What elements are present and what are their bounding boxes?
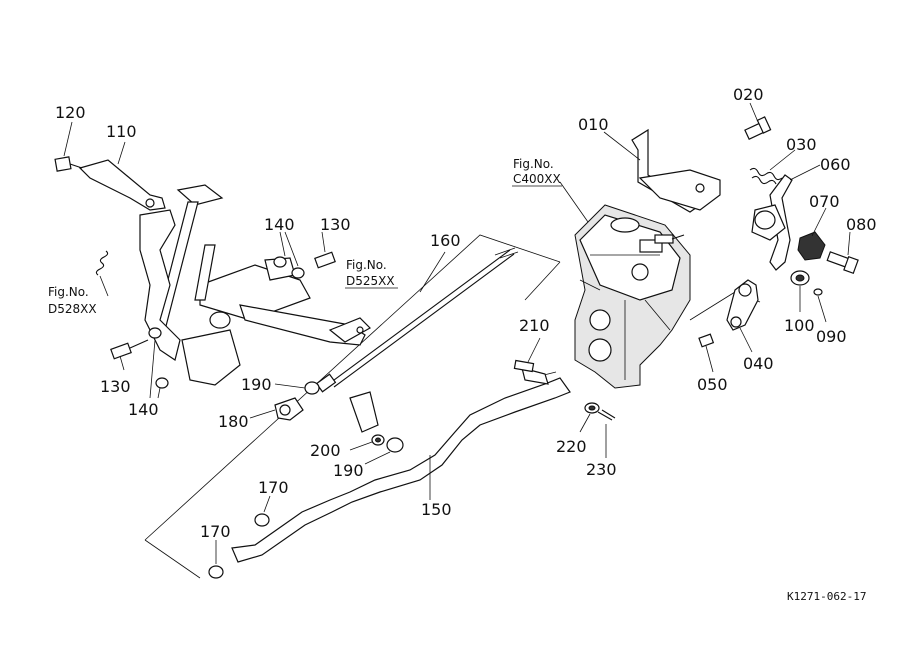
label-040: 040: [743, 354, 774, 373]
bolt-080: [826, 251, 859, 275]
label-030: 030: [786, 135, 817, 154]
bolt-130-left: [110, 339, 149, 360]
bracket-010: [631, 128, 721, 213]
label-220: 220: [556, 437, 587, 456]
nut-140-right-b: [291, 267, 305, 279]
label-150: 150: [421, 500, 452, 519]
ref-c400-line1: Fig.No.: [513, 157, 554, 171]
rod-150: [231, 367, 571, 563]
nut-190-lower: [386, 437, 404, 453]
ref-d528-line1: Fig.No.: [48, 285, 89, 299]
washer-220: [584, 402, 600, 414]
pedal-assembly: [139, 184, 371, 386]
label-170-lower: 170: [200, 522, 231, 541]
nut-140-right-a: [273, 256, 287, 268]
ref-d525-line2: D525XX: [346, 274, 395, 288]
spring-d528: [95, 250, 109, 276]
label-060: 060: [820, 155, 851, 174]
label-180: 180: [218, 412, 249, 431]
figure-refs: Fig.No. C400XX Fig.No. D525XX Fig.No. D5…: [48, 157, 562, 316]
label-200: 200: [310, 441, 341, 460]
nut-190-upper: [304, 381, 320, 395]
collar-100: [790, 270, 810, 286]
label-070: 070: [809, 192, 840, 211]
label-190-upper: 190: [241, 375, 272, 394]
washer-200: [371, 434, 385, 446]
label-130-left: 130: [100, 377, 131, 396]
label-120: 120: [55, 103, 86, 122]
ref-d528-line2: D528XX: [48, 302, 97, 316]
label-130-right: 130: [320, 215, 351, 234]
label-010: 010: [578, 115, 609, 134]
label-080: 080: [846, 215, 877, 234]
label-160: 160: [430, 231, 461, 250]
bushing-070: [797, 231, 826, 261]
nut-170-upper: [254, 513, 270, 527]
label-090: 090: [816, 327, 847, 346]
label-100: 100: [784, 316, 815, 335]
nut-140-left-a: [148, 327, 162, 339]
drawing-code: K1271-062-17: [787, 590, 866, 603]
label-050: 050: [697, 375, 728, 394]
ref-d525-line1: Fig.No.: [346, 258, 387, 272]
label-140-left: 140: [128, 400, 159, 419]
transmission-case: [574, 204, 691, 389]
lever-060: [751, 174, 793, 271]
bolt-120: [54, 156, 83, 172]
label-170-upper: 170: [258, 478, 289, 497]
label-210: 210: [519, 316, 550, 335]
joint-180: [274, 397, 304, 421]
nut-170-lower: [208, 565, 224, 579]
label-230: 230: [586, 460, 617, 479]
bolt-130-right: [314, 251, 336, 269]
bracket-under-rod: [349, 391, 379, 433]
bolt-050: [698, 333, 715, 348]
leader-lines: [63, 102, 851, 564]
ref-c400-line2: C400XX: [513, 172, 561, 186]
nut-140-left-b: [155, 377, 169, 389]
spring-030: [749, 167, 783, 185]
label-110: 110: [106, 122, 137, 141]
arm-110: [78, 159, 166, 211]
bolt-020: [744, 116, 772, 140]
cotter-pin-230: [597, 409, 616, 421]
label-020: 020: [733, 85, 764, 104]
label-140-right: 140: [264, 215, 295, 234]
pin-090: [813, 288, 823, 296]
pin-210: [513, 359, 535, 373]
label-190-lower: 190: [333, 461, 364, 480]
part-labels: 010 020 030 040 050 060 070 080 090 100 …: [55, 85, 877, 541]
arm-040: [726, 279, 759, 331]
